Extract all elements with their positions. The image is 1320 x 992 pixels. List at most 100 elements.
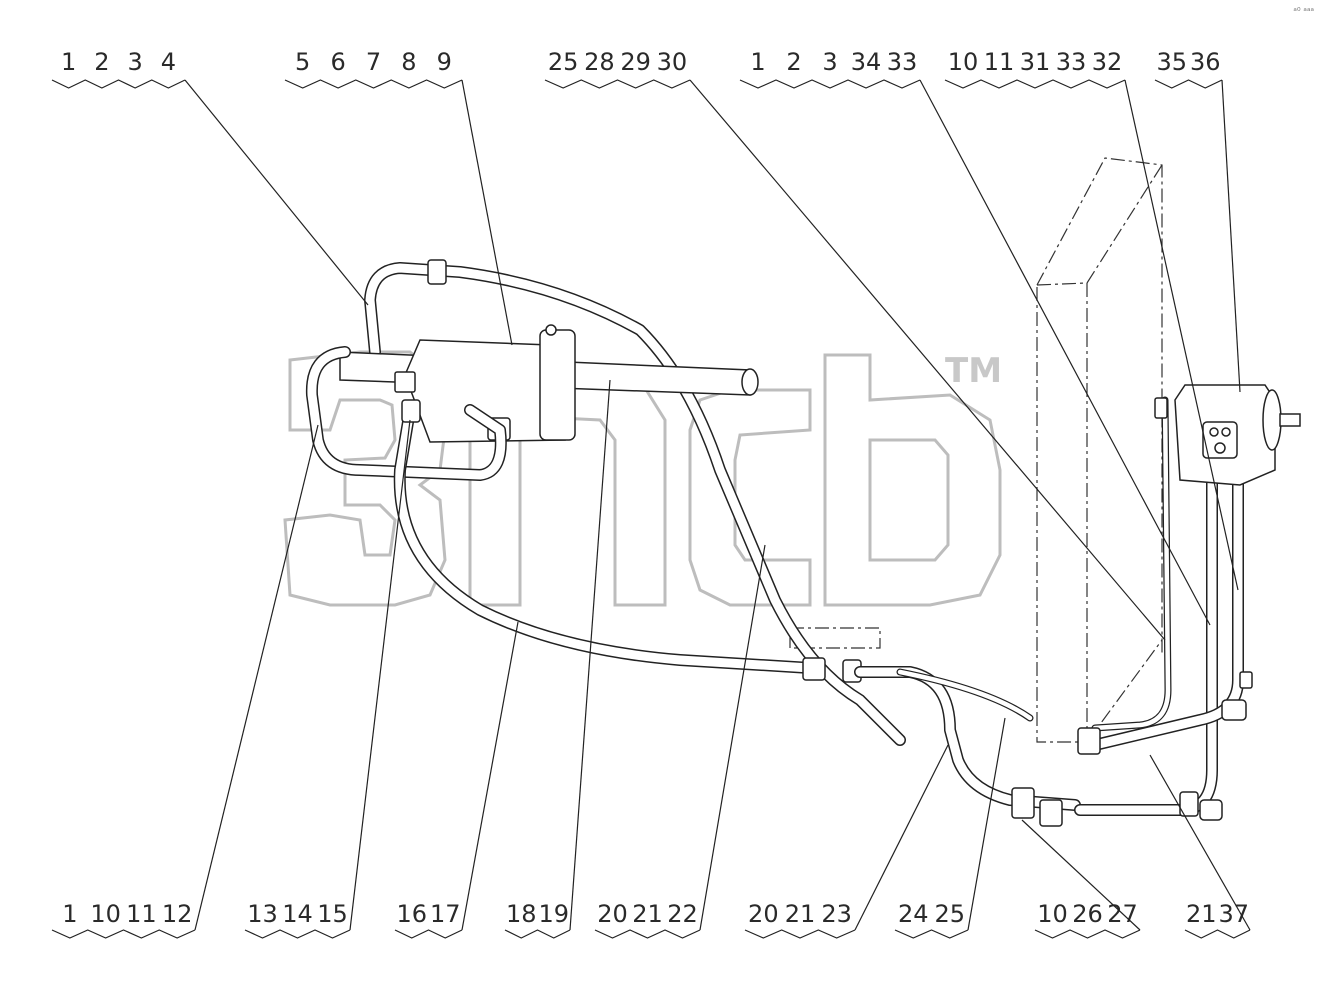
callout-number: 17 xyxy=(430,900,461,928)
callout-number: 15 xyxy=(317,900,348,928)
callout-number: 20 xyxy=(748,900,779,928)
corner-mark: ₐ₀ ₐₐₐ xyxy=(1293,4,1314,14)
callout-number: 25 xyxy=(934,900,965,928)
callout-number: 11 xyxy=(126,900,157,928)
callout-number: 33 xyxy=(1056,48,1087,76)
long-lower-hose xyxy=(393,399,862,683)
callout-number: 36 xyxy=(1190,48,1221,76)
callout-number: 31 xyxy=(1020,48,1051,76)
leader-line xyxy=(184,79,369,306)
leader-line xyxy=(967,717,1006,931)
callout-number: 3 xyxy=(127,48,142,76)
callout-number: 18 xyxy=(506,900,537,928)
callout-number: 21 xyxy=(632,900,663,928)
callout-baseline xyxy=(744,929,856,939)
leader-line xyxy=(854,744,949,931)
callout-baseline xyxy=(504,929,571,939)
callout-baseline xyxy=(1184,929,1251,939)
callout-number: 33 xyxy=(887,48,918,76)
callout-number: 10 xyxy=(1037,900,1068,928)
callout-number: 1 xyxy=(62,900,77,928)
callout-number: 29 xyxy=(620,48,651,76)
callout-baseline xyxy=(244,929,351,939)
callout-number: 37 xyxy=(1218,900,1249,928)
leader-line xyxy=(1221,79,1241,393)
leader-line xyxy=(461,79,513,346)
callout-baseline xyxy=(894,929,969,939)
callout-number: 3 xyxy=(822,48,837,76)
callout-number: 22 xyxy=(667,900,698,928)
callout-number: 11 xyxy=(984,48,1015,76)
callout-number: 35 xyxy=(1156,48,1187,76)
callout-baseline xyxy=(284,79,463,89)
leader-line xyxy=(689,79,1166,641)
callout-number: 30 xyxy=(657,48,688,76)
leader-line xyxy=(1124,79,1239,591)
callout-number: 24 xyxy=(898,900,929,928)
callout-number: 10 xyxy=(948,48,979,76)
callout-baseline xyxy=(51,929,196,939)
callout-number: 1 xyxy=(61,48,76,76)
radiator-outline xyxy=(789,157,1163,743)
callout-number: 2 xyxy=(786,48,801,76)
callout-number: 34 xyxy=(851,48,882,76)
leader-line xyxy=(1149,754,1251,931)
callout-number: 7 xyxy=(366,48,381,76)
callout-number: 6 xyxy=(330,48,345,76)
callout-number: 20 xyxy=(597,900,628,928)
leader-line xyxy=(569,379,611,931)
callout-number: 5 xyxy=(295,48,310,76)
pump-body xyxy=(394,324,576,443)
callout-baseline xyxy=(51,79,186,89)
callout-number: 10 xyxy=(90,900,121,928)
callout-number: 12 xyxy=(162,900,193,928)
callout-number: 32 xyxy=(1092,48,1123,76)
leader-line xyxy=(349,419,411,931)
callout-baseline xyxy=(1034,929,1141,939)
leader-line xyxy=(194,424,319,931)
callout-baseline xyxy=(544,79,691,89)
callout-baseline xyxy=(394,929,463,939)
leader-line xyxy=(1021,819,1141,931)
fitting-nut xyxy=(427,259,447,285)
callout-number: 16 xyxy=(396,900,427,928)
callout-number: 28 xyxy=(584,48,615,76)
callout-number: 21 xyxy=(1186,900,1217,928)
callout-baseline xyxy=(739,79,921,89)
trademark-mark: TM xyxy=(945,351,1002,391)
callout-number: 21 xyxy=(785,900,816,928)
callout-number: 4 xyxy=(161,48,176,76)
callout-number: 26 xyxy=(1072,900,1103,928)
callout-number: 14 xyxy=(282,900,313,928)
callout-baseline xyxy=(944,79,1126,89)
callout-number: 13 xyxy=(247,900,278,928)
upper-loop-pipe xyxy=(364,259,906,746)
callout-number: 23 xyxy=(821,900,852,928)
callout-number: 19 xyxy=(538,900,569,928)
callout-number: 2 xyxy=(94,48,109,76)
reservoir-tank xyxy=(1154,384,1301,486)
leader-line xyxy=(461,621,519,931)
leader-line xyxy=(919,79,1211,626)
leader-line xyxy=(699,544,766,931)
callout-number: 9 xyxy=(437,48,452,76)
left-loop-pipe xyxy=(305,346,507,481)
